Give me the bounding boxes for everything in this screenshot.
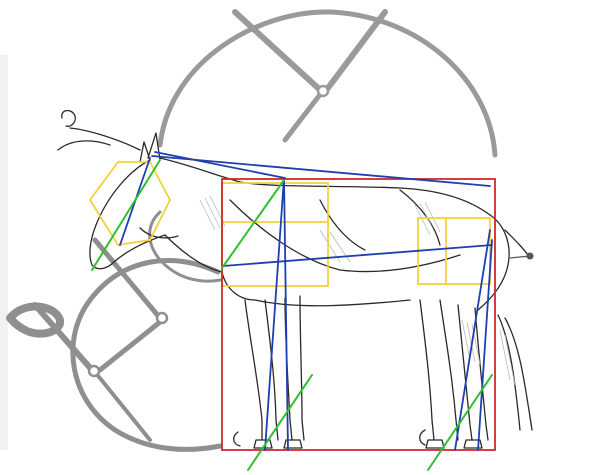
paper-scan-edge <box>0 55 8 450</box>
